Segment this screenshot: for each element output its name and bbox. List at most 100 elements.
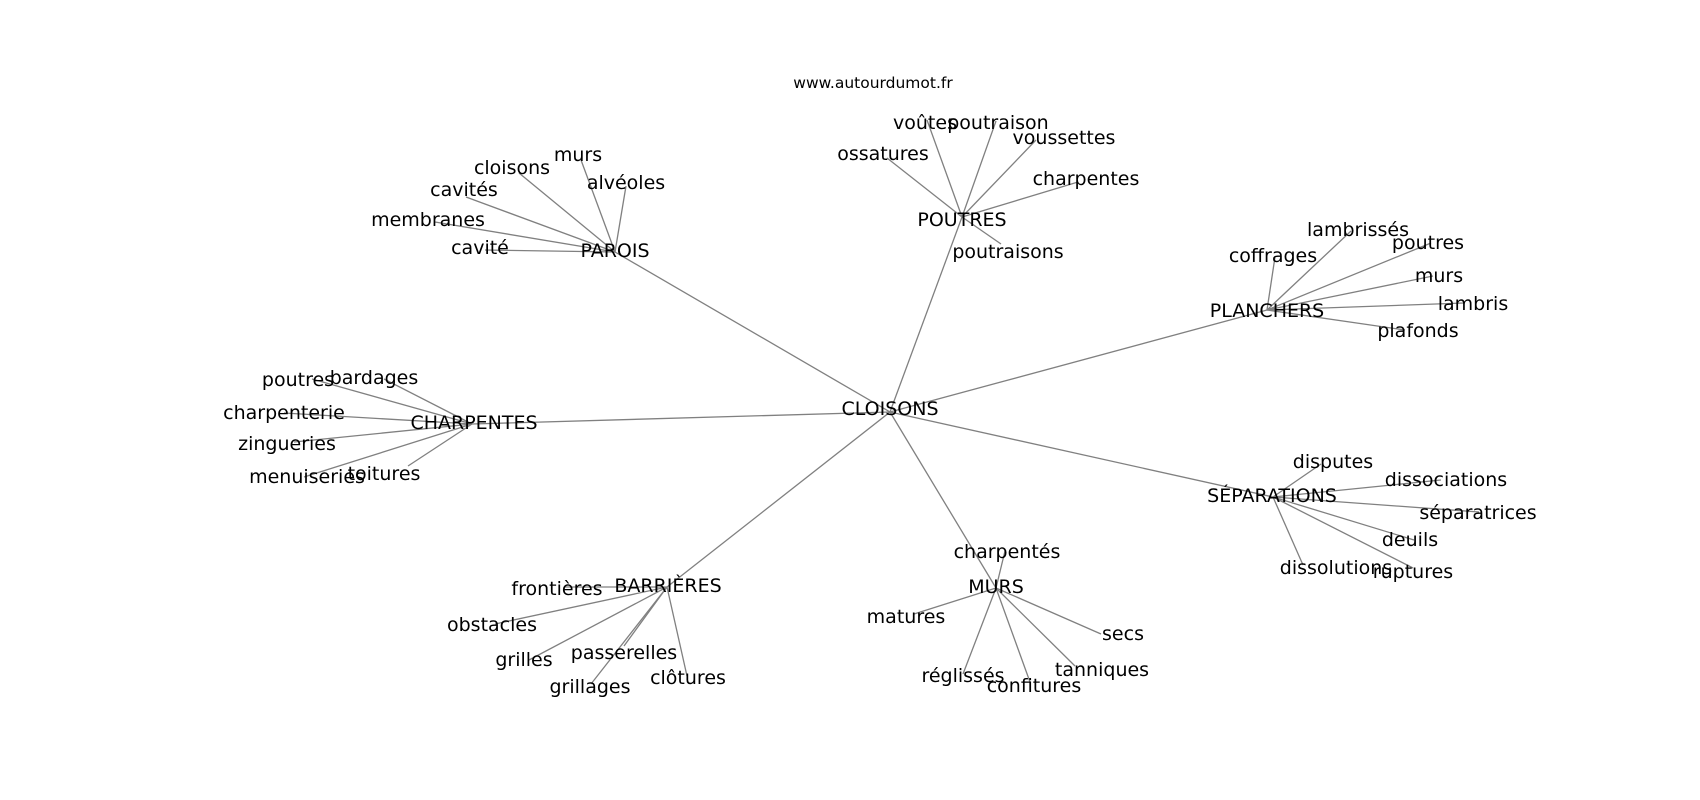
- edge-hub-leaf: [1272, 496, 1415, 541]
- edge-root-hub: [889, 411, 1274, 498]
- leaf-word-label: voussettes: [1013, 127, 1116, 149]
- leaf-word-label: bardages: [330, 367, 419, 389]
- edge-hub-leaf: [580, 159, 616, 253]
- leaf-word-label: lambrissés: [1307, 219, 1409, 241]
- edge-hub-leaf: [961, 139, 1037, 218]
- leaf-word-label: ruptures: [1373, 561, 1453, 583]
- hub-word-label: PAROIS: [580, 240, 649, 262]
- hub-word-label: BARRIÈRES: [614, 574, 721, 597]
- leaf-word-label: confitures: [987, 675, 1082, 697]
- leaf-word-label: disputes: [1293, 451, 1373, 473]
- leaf-word-label: deuils: [1382, 529, 1438, 551]
- edge-root-hub: [889, 216, 963, 413]
- leaf-word-label: tanniques: [1055, 659, 1149, 681]
- edge-hub-leaf: [913, 587, 997, 615]
- leaf-word-label: membranes: [371, 209, 485, 231]
- edge-root-hub: [889, 411, 997, 589]
- leaf-word-label: murs: [554, 144, 602, 166]
- edge-hub-leaf: [465, 196, 616, 253]
- edge-root-hub: [614, 251, 891, 413]
- leaf-word-label: frontières: [511, 578, 602, 600]
- leaf-word-label: cavités: [430, 179, 498, 201]
- root-word-label: CLOISONS: [841, 398, 938, 420]
- leaf-word-label: dissolutions: [1280, 557, 1392, 579]
- edge-hub-leaf: [1272, 496, 1480, 513]
- edge-hub-leaf: [528, 586, 668, 661]
- leaf-word-label: grilles: [495, 649, 552, 671]
- edge-hub-leaf: [590, 586, 668, 685]
- leaf-word-label: clôtures: [650, 667, 726, 689]
- hub-word-label: PLANCHERS: [1210, 300, 1325, 322]
- leaf-word-label: charpentés: [954, 541, 1061, 563]
- leaf-word-label: charpenterie: [223, 402, 345, 424]
- edge-hub-leaf: [283, 412, 473, 425]
- leaf-word-label: passerelles: [571, 642, 677, 664]
- edge-hub-leaf: [518, 172, 616, 253]
- hub-word-label: MURS: [968, 576, 1024, 598]
- graph-edges: [283, 119, 1480, 685]
- edge-hub-leaf: [614, 185, 627, 253]
- edge-hub-leaf: [926, 119, 963, 218]
- leaf-word-label: poutres: [262, 369, 334, 391]
- leaf-word-label: cloisons: [474, 157, 550, 179]
- leaf-word-label: voûtes: [893, 112, 957, 134]
- edge-hub-leaf: [383, 378, 473, 425]
- leaf-word-label: grillages: [549, 676, 630, 698]
- leaf-word-label: obstacles: [447, 614, 537, 636]
- leaf-word-label: ossatures: [837, 143, 929, 165]
- leaf-word-label: réglissés: [921, 665, 1004, 687]
- edge-hub-leaf: [1266, 275, 1434, 311]
- edge-hub-leaf: [962, 587, 997, 675]
- edge-hub-leaf: [494, 586, 668, 625]
- leaf-word-label: lambris: [1438, 293, 1508, 315]
- edge-hub-leaf: [1272, 496, 1414, 569]
- edge-hub-leaf: [666, 586, 688, 677]
- leaf-word-label: poutres: [1392, 232, 1464, 254]
- edge-hub-leaf: [1272, 479, 1442, 498]
- edge-root-hub: [471, 411, 891, 425]
- leaf-word-label: séparatrices: [1419, 502, 1536, 524]
- edge-hub-leaf: [1266, 242, 1432, 311]
- edge-hub-leaf: [995, 587, 1076, 667]
- leaf-word-label: coffrages: [1229, 245, 1317, 267]
- edge-hub-leaf: [886, 157, 963, 218]
- edge-hub-leaf: [961, 216, 1002, 245]
- edge-root-hub: [666, 411, 891, 588]
- leaf-word-label: matures: [867, 606, 946, 628]
- edge-hub-leaf: [407, 423, 473, 467]
- leaf-word-label: zingueries: [238, 433, 336, 455]
- edge-root-hub: [889, 309, 1268, 413]
- edge-hub-leaf: [1266, 302, 1465, 311]
- edge-hub-leaf: [995, 587, 1102, 635]
- leaf-word-label: alvéoles: [587, 172, 665, 194]
- edge-hub-leaf: [1272, 496, 1304, 566]
- leaf-word-label: plafonds: [1377, 320, 1458, 342]
- edge-hub-leaf: [995, 587, 1031, 683]
- leaf-word-label: dissociations: [1385, 469, 1507, 491]
- source-url: www.autourdumot.fr: [793, 74, 953, 92]
- edge-hub-leaf: [484, 249, 616, 253]
- hub-word-label: CHARPENTES: [410, 412, 537, 434]
- leaf-word-label: charpentes: [1033, 168, 1140, 190]
- graph-labels: CLOISONSPAROISmurscloisonsalvéolescavité…: [223, 112, 1536, 698]
- edge-hub-leaf: [434, 221, 616, 253]
- edge-hub-leaf: [995, 550, 1006, 589]
- leaf-word-label: cavité: [451, 237, 509, 259]
- edge-hub-leaf: [1266, 309, 1406, 331]
- leaf-word-label: murs: [1415, 265, 1463, 287]
- leaf-word-label: poutraisons: [952, 241, 1063, 263]
- leaf-word-label: secs: [1102, 623, 1144, 645]
- edge-hub-leaf: [961, 181, 1079, 218]
- edge-hub-leaf: [303, 423, 473, 478]
- edge-hub-leaf: [1266, 256, 1276, 311]
- edge-hub-leaf: [961, 120, 997, 218]
- leaf-word-label: poutraison: [947, 112, 1048, 134]
- edge-hub-leaf: [311, 378, 473, 425]
- edge-hub-leaf: [1272, 463, 1322, 498]
- edge-hub-leaf: [1266, 230, 1352, 311]
- hub-word-label: SÉPARATIONS: [1207, 484, 1337, 507]
- leaf-word-label: toitures: [348, 463, 421, 485]
- edge-hub-leaf: [293, 423, 473, 443]
- hub-word-label: POUTRES: [917, 209, 1006, 231]
